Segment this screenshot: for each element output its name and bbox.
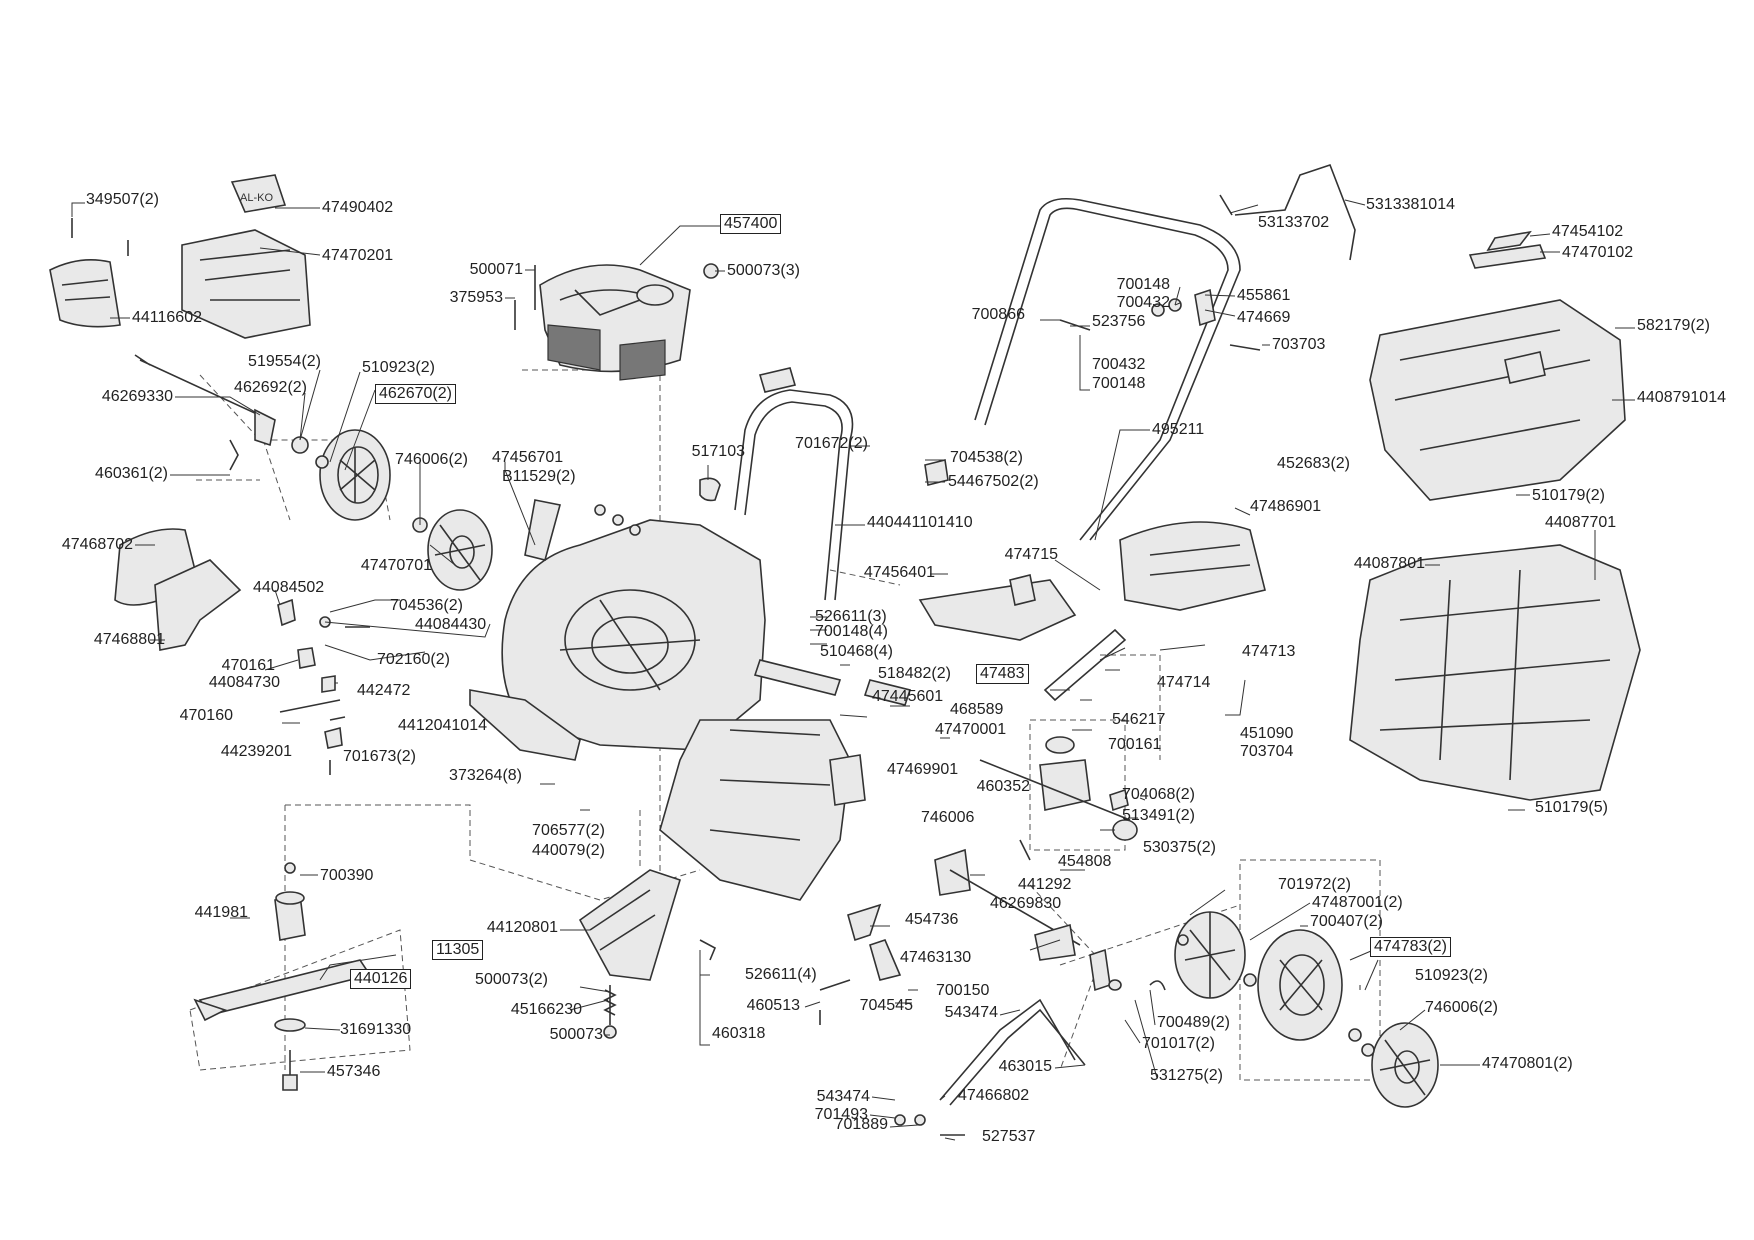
upper-handle — [974, 197, 1241, 541]
deflector-plate — [524, 499, 561, 561]
small-parts-left — [277, 598, 370, 775]
engine — [539, 264, 691, 381]
lid-clip — [1468, 230, 1547, 269]
wheel-cap-left — [427, 509, 493, 591]
wheel-small-parts — [1089, 934, 1375, 1057]
gear-parts — [1019, 788, 1138, 861]
cable-guide — [847, 903, 882, 942]
cable-clamp — [1059, 288, 1261, 351]
bracket-460513 — [819, 979, 851, 1025]
grass-box-lid — [1369, 299, 1626, 501]
rear-flap-bolts — [594, 504, 641, 536]
rear-wheel-left — [319, 429, 391, 521]
front-wheel-right — [1257, 929, 1343, 1041]
screws-topleft — [71, 218, 129, 256]
grass-box — [1349, 544, 1641, 801]
gearbox — [979, 736, 1131, 821]
blade-washer-bolt — [274, 1018, 306, 1091]
rear-flap — [1119, 521, 1266, 611]
throttle-cable — [1219, 163, 1356, 261]
blade — [193, 959, 372, 1022]
discharge-chute — [659, 719, 866, 901]
lower-handle — [734, 367, 854, 601]
filter-housing — [181, 229, 311, 339]
front-wheel-hub — [1174, 911, 1246, 999]
drive-lever — [869, 939, 902, 981]
height-adjuster-axle — [134, 354, 276, 471]
bolt-spring — [603, 985, 617, 1039]
engine-bolts — [514, 263, 719, 330]
front-wheel-cap — [1371, 1022, 1439, 1108]
svg-text:AL-KO: AL-KO — [240, 192, 273, 204]
bracket-460318 — [699, 939, 717, 961]
v-belt — [1043, 628, 1127, 702]
mower-deck — [469, 519, 766, 761]
air-filter-cover — [49, 259, 121, 328]
front-bracket — [753, 659, 912, 706]
logo-plate: AL-KO — [230, 174, 287, 213]
deflector-guard — [578, 869, 681, 981]
blade-adapter — [274, 862, 306, 941]
height-lever — [894, 998, 1086, 1136]
wheel-cover-rear-left — [154, 559, 242, 651]
pivot-bracket — [934, 848, 1081, 961]
handle-knob — [699, 459, 949, 502]
mulch-insert — [918, 574, 1077, 641]
